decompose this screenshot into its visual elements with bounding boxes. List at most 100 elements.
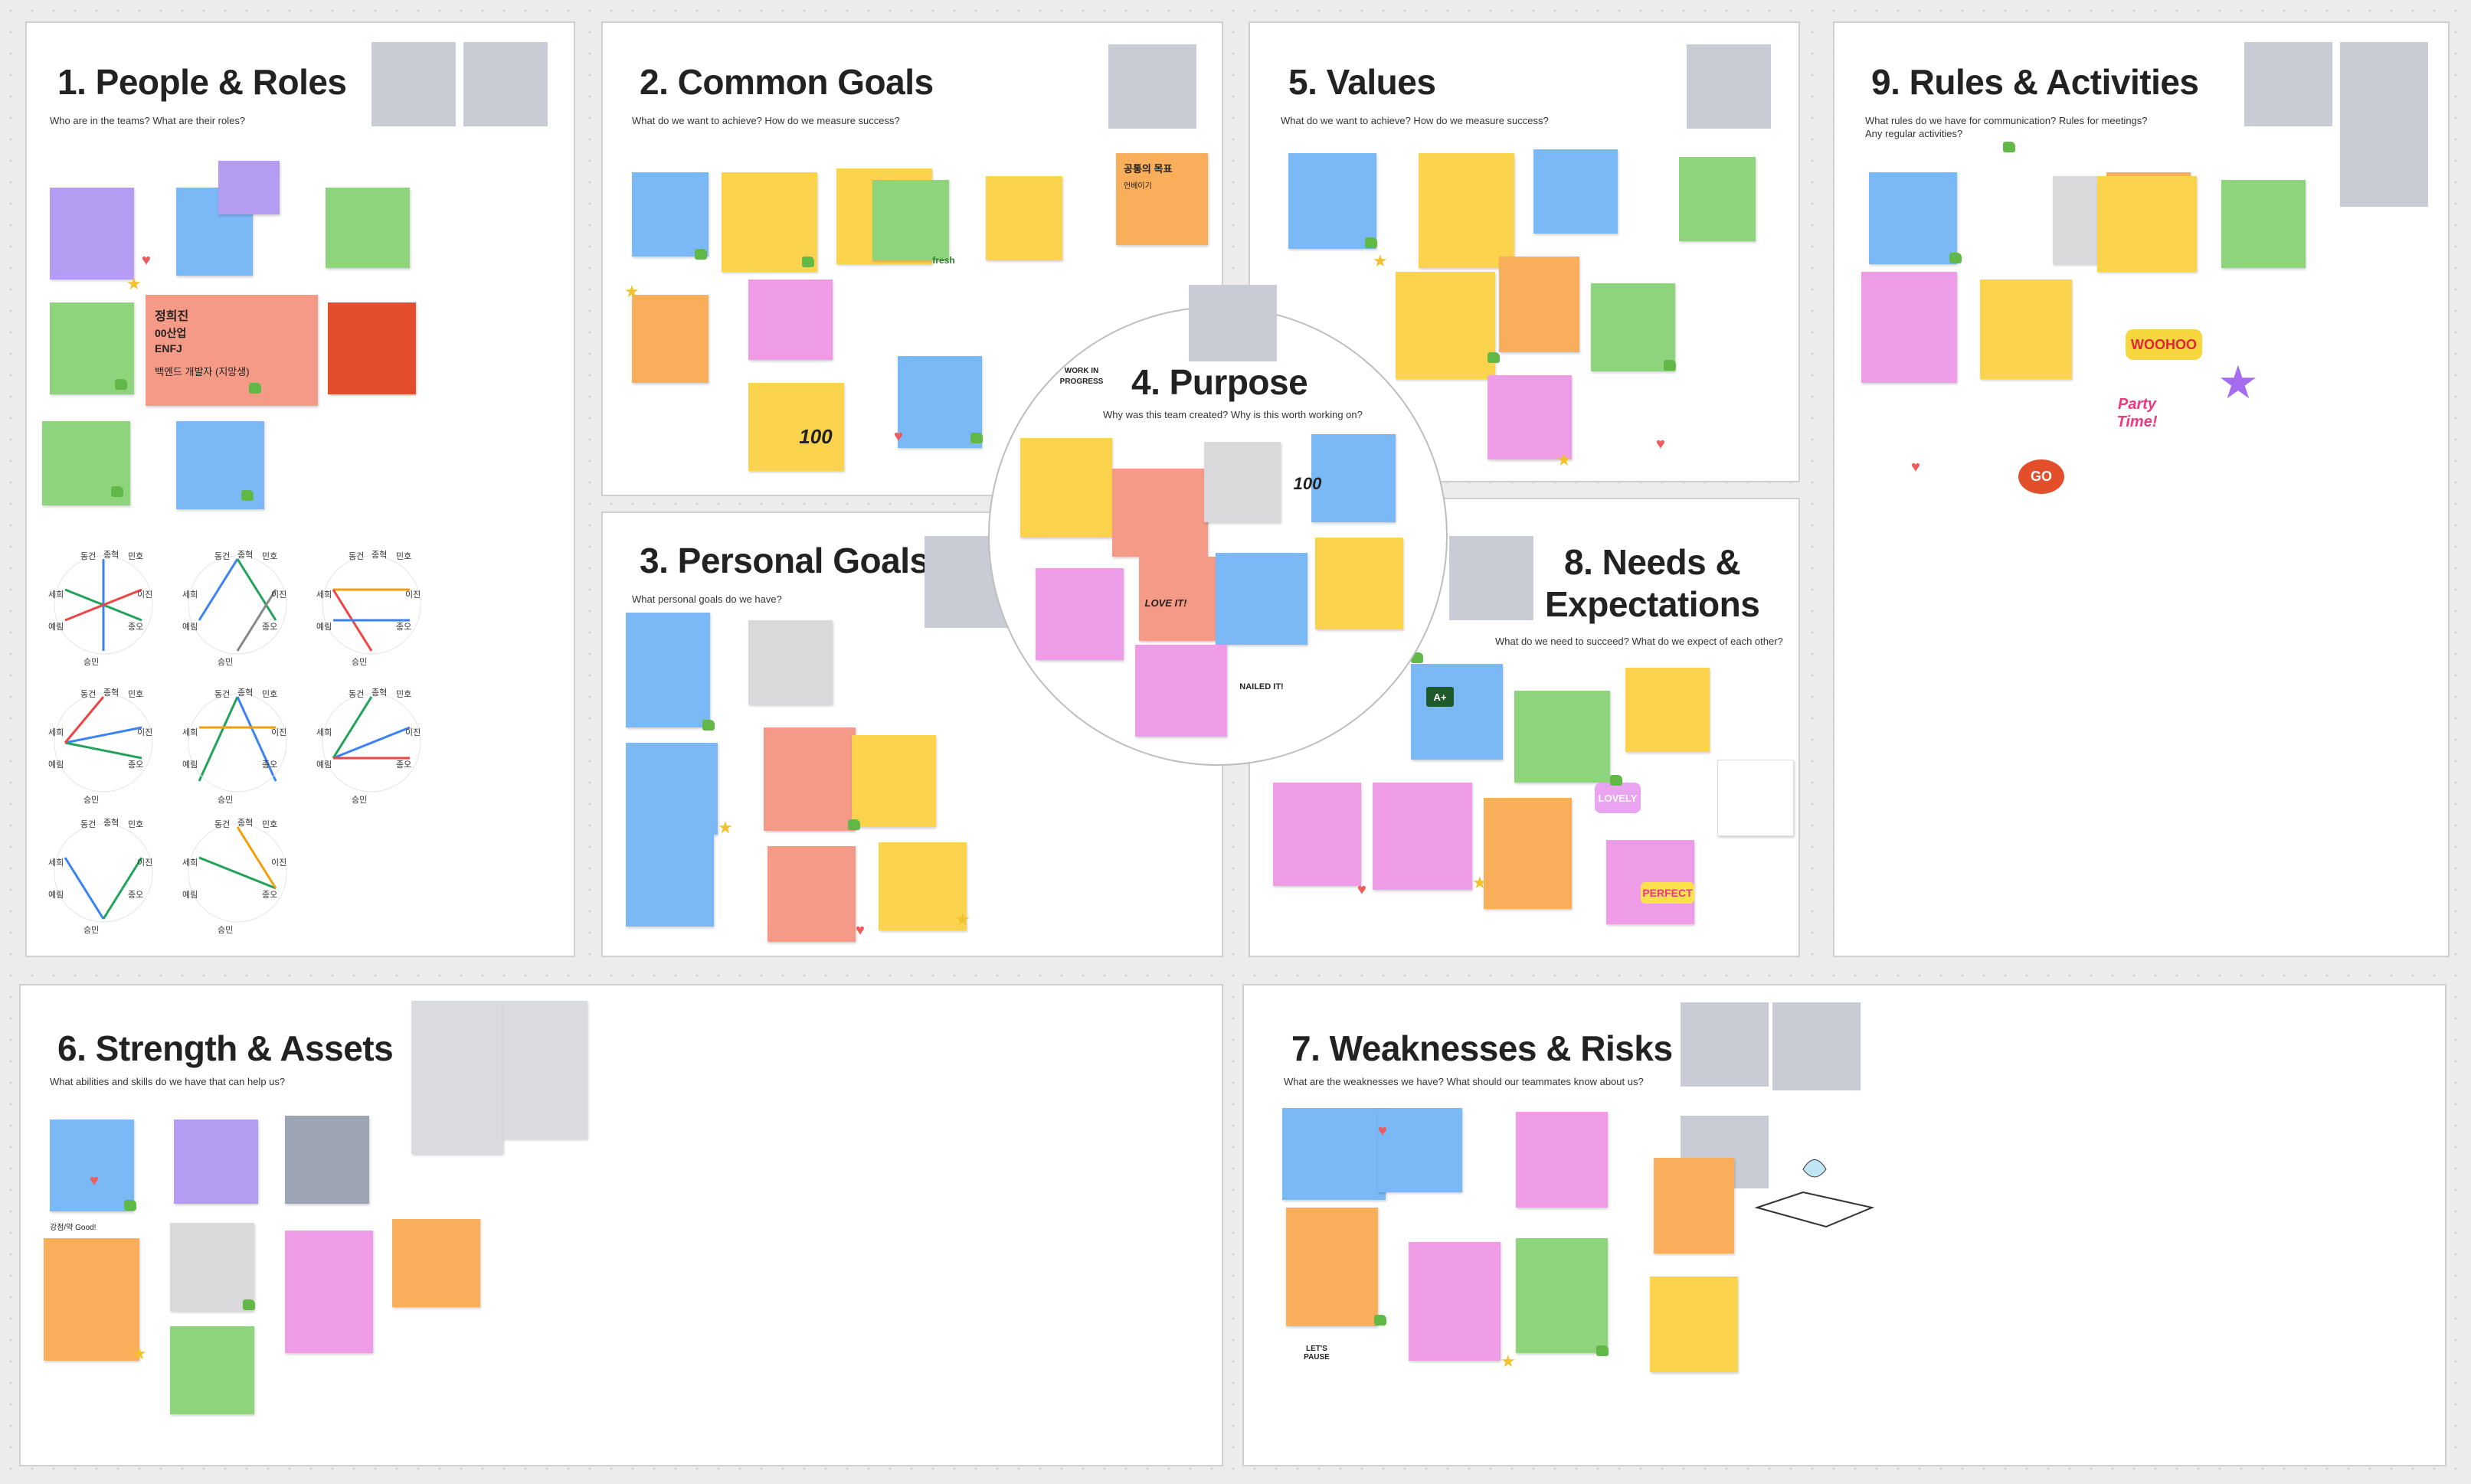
wheel-label: 종오	[128, 891, 143, 900]
sticky-note[interactable]	[1020, 438, 1112, 538]
panel-title: 7. Weaknesses & Risks	[1291, 1028, 1673, 1068]
panel-people-roles[interactable]: 1. People & Roles Who are in the teams? …	[25, 21, 575, 957]
sticky-note[interactable]	[1135, 645, 1227, 737]
panel-subtitle: What personal goals do we have?	[632, 593, 782, 605]
sticky-note[interactable]	[1311, 434, 1396, 522]
sticky-note[interactable]	[328, 302, 416, 394]
heart-icon: ♥	[1378, 1123, 1387, 1139]
sticky-note[interactable]	[1861, 272, 1957, 383]
template-note[interactable]	[2340, 42, 2428, 207]
sticky-note[interactable]	[1139, 557, 1227, 641]
template-note[interactable]	[1772, 1002, 1861, 1090]
sticky-note[interactable]	[285, 1116, 369, 1204]
sticky-note[interactable]	[1516, 1112, 1608, 1208]
wheel-label: 승민	[352, 657, 367, 666]
sticky-note[interactable]	[748, 620, 833, 704]
sticky-note[interactable]	[1869, 172, 1957, 264]
sticky-note[interactable]	[174, 1120, 258, 1204]
wheel-label: 이진	[137, 590, 152, 600]
wheel-label: 동건	[349, 689, 364, 699]
sticky-note[interactable]	[1286, 1208, 1378, 1326]
sticky-note[interactable]	[1409, 1242, 1501, 1361]
template-note[interactable]	[1681, 1002, 1769, 1087]
sticky-note[interactable]	[1396, 272, 1495, 379]
sticky-note[interactable]	[1282, 1108, 1386, 1200]
sticky-note[interactable]	[632, 295, 709, 383]
star-icon: ★	[1373, 251, 1388, 270]
common-goal-note[interactable]: 공통의 목표 언베이기	[1116, 153, 1208, 245]
sticky-note[interactable]	[852, 735, 936, 827]
panel-rules-activities[interactable]: 9. Rules & Activities What rules do we h…	[1833, 21, 2450, 957]
sticky-note[interactable]	[1514, 691, 1610, 783]
sticky-note[interactable]	[748, 383, 844, 471]
template-note[interactable]	[503, 1001, 587, 1139]
template-note[interactable]	[411, 1001, 503, 1154]
sticky-note[interactable]	[1204, 442, 1281, 522]
sticky-note[interactable]	[1315, 538, 1403, 629]
sticky-note[interactable]	[722, 172, 817, 272]
sticky-note[interactable]	[748, 279, 833, 360]
sticky-note[interactable]	[44, 1238, 139, 1361]
sticky-note[interactable]	[1273, 783, 1361, 886]
sticky-note[interactable]	[50, 188, 134, 279]
sticky-note[interactable]	[1411, 664, 1503, 760]
sticky-note[interactable]	[872, 180, 949, 260]
sticky-note[interactable]	[898, 356, 982, 448]
sticky-note[interactable]	[626, 835, 714, 927]
sticky-note[interactable]	[1216, 553, 1308, 645]
sticky-note[interactable]	[1625, 668, 1710, 752]
sticky-note[interactable]	[1654, 1158, 1734, 1254]
side-label: 강점/약 Good!	[50, 1224, 97, 1232]
sticky-note[interactable]	[1980, 279, 2072, 379]
wheel-label: 동건	[80, 819, 96, 829]
sticky-note[interactable]	[1036, 568, 1124, 660]
sticky-note[interactable]	[170, 1223, 254, 1311]
sticky-note[interactable]	[1591, 283, 1675, 371]
panel-weaknesses-risks[interactable]: 7. Weaknesses & Risks What are the weakn…	[1242, 984, 2446, 1466]
wheel-label: 동건	[214, 819, 230, 829]
template-note[interactable]	[1687, 44, 1771, 129]
sticky-note[interactable]	[392, 1219, 480, 1307]
sticky-note[interactable]	[2097, 176, 2197, 272]
sticky-note[interactable]	[1679, 157, 1756, 241]
star-icon: ★	[2217, 357, 2259, 408]
sticky-note[interactable]	[1533, 149, 1618, 234]
sticky-note[interactable]	[1419, 153, 1514, 268]
sticky-note[interactable]	[50, 1120, 134, 1211]
sticky-note[interactable]	[1378, 1108, 1462, 1192]
sticky-note[interactable]	[632, 172, 709, 257]
wheel-label: 종오	[262, 760, 277, 770]
sticky-note[interactable]	[1499, 257, 1579, 352]
template-note[interactable]	[371, 42, 456, 126]
panel-strength-assets[interactable]: 6. Strength & Assets What abilities and …	[19, 984, 1223, 1466]
sticky-note[interactable]	[1650, 1276, 1738, 1372]
template-note[interactable]	[463, 42, 548, 126]
template-note[interactable]	[1449, 536, 1533, 620]
sticky-note[interactable]	[2221, 180, 2306, 268]
profile-note[interactable]: 정희진 00산업 ENFJ 백엔드 개발자 (지망생)	[146, 295, 318, 406]
sticky-note[interactable]	[1112, 469, 1208, 557]
sticky-note[interactable]	[767, 846, 856, 942]
sticky-note[interactable]	[218, 161, 280, 214]
sticky-note[interactable]	[1373, 783, 1472, 890]
wheel-label: 종오	[396, 760, 411, 770]
sticky-note[interactable]	[285, 1231, 373, 1353]
sticky-note[interactable]	[1516, 1238, 1608, 1353]
template-note[interactable]	[1108, 44, 1196, 129]
sticky-note[interactable]	[1288, 153, 1376, 249]
template-note[interactable]	[2244, 42, 2332, 126]
wheel-label: 세희	[48, 858, 64, 868]
sticky-note[interactable]	[986, 176, 1062, 260]
sticky-note[interactable]	[764, 727, 856, 831]
sticky-note[interactable]	[1488, 375, 1572, 459]
sticky-note[interactable]	[326, 188, 410, 268]
sticky-note[interactable]	[170, 1326, 254, 1414]
sticky-note[interactable]	[1717, 760, 1794, 836]
sticky-note[interactable]	[879, 842, 967, 930]
purpose-circle[interactable]: 4. Purpose Why was this team created? Wh…	[988, 285, 1448, 766]
sticky-note[interactable]	[626, 613, 710, 727]
sticky-note[interactable]	[626, 743, 718, 835]
template-note[interactable]	[1189, 285, 1277, 361]
sticky-note[interactable]	[1484, 798, 1572, 909]
